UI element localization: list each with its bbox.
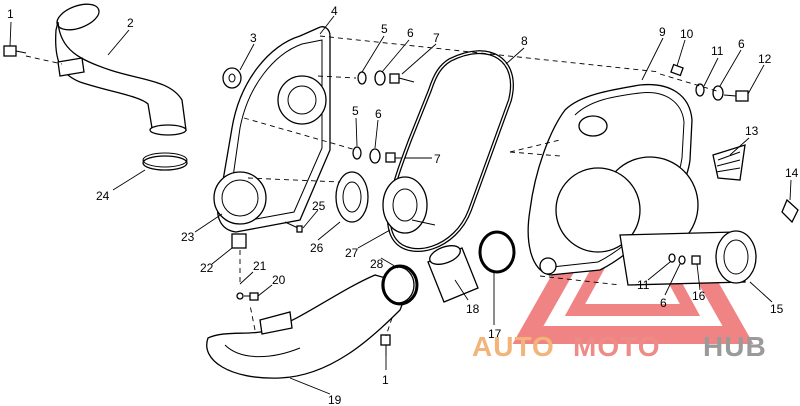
callout-17: 17 [488,327,502,341]
callout-23: 23 [181,230,195,244]
hardware-stack-upper [357,70,415,86]
callout-14: 14 [785,166,799,180]
plate-27 [382,176,436,234]
clamp-24 [142,152,188,171]
hardware-stack-lower-right [668,253,701,265]
callout-10: 10 [680,27,694,41]
callout-28: 28 [370,257,384,271]
callout-11-upper: 11 [711,44,724,58]
callout-11-lower: 11 [637,278,650,292]
callout-1-bottom: 1 [382,373,389,387]
assembly-lines [25,35,721,337]
callout-7-upper: 7 [433,31,440,45]
callout-21: 21 [253,259,267,273]
outer-cover-9 [527,83,699,276]
callout-3: 3 [250,31,257,45]
callout-27: 27 [345,246,359,260]
callout-6-right: 6 [738,37,745,51]
screw-20 [236,292,259,301]
callout-20: 20 [272,273,286,287]
washer-3 [222,67,242,89]
callout-labels: 1 2 3 4 5 6 7 8 9 10 11 6 12 13 5 6 7 14… [7,4,799,406]
bolt-1-top [3,45,27,57]
callout-6-upper: 6 [407,26,414,40]
callout-1-top: 1 [7,7,14,21]
callout-5-upper: 5 [381,22,388,36]
watermark-text: AUTO MOTO HUB [472,331,767,362]
callout-13: 13 [745,124,759,138]
seal-26 [335,171,369,223]
callout-26: 26 [310,241,324,255]
sleeve-18 [427,245,479,303]
callout-7-lower: 7 [434,152,441,166]
leader-lines [9,15,792,395]
callout-25: 25 [312,199,326,213]
callout-24: 24 [96,189,110,203]
hardware-stack-lower [352,146,408,164]
callout-4: 4 [331,4,338,18]
callout-5-lower: 5 [352,104,359,118]
callout-8: 8 [521,34,528,48]
cylinder-15 [619,230,757,286]
upper-intake-duct [54,3,187,136]
bolt-1-bottom [380,334,391,356]
callout-6-lower: 6 [375,107,382,121]
callout-12: 12 [758,52,772,66]
callout-9: 9 [659,25,666,39]
label-13 [712,144,746,181]
callout-22: 22 [200,261,214,275]
hardware-stack-cover [670,63,749,102]
bracket-22 [231,233,247,249]
drive-belt-8 [386,50,514,252]
callout-16: 16 [692,289,706,303]
decal-14 [781,198,799,224]
lower-duct-19 [206,266,415,379]
clamp-17 [478,230,516,274]
watermark-auto: AUTO [472,331,555,362]
screw-25 [284,221,303,233]
callout-18: 18 [466,302,480,316]
callout-15: 15 [770,302,784,316]
callout-19: 19 [328,393,342,406]
callout-6-lower-right: 6 [660,296,667,310]
clamp-28 [381,264,419,306]
watermark-moto: MOTO [573,331,660,362]
watermark-hub: HUB [703,331,767,362]
inner-cover-4 [213,26,331,233]
callout-2: 2 [127,16,134,30]
